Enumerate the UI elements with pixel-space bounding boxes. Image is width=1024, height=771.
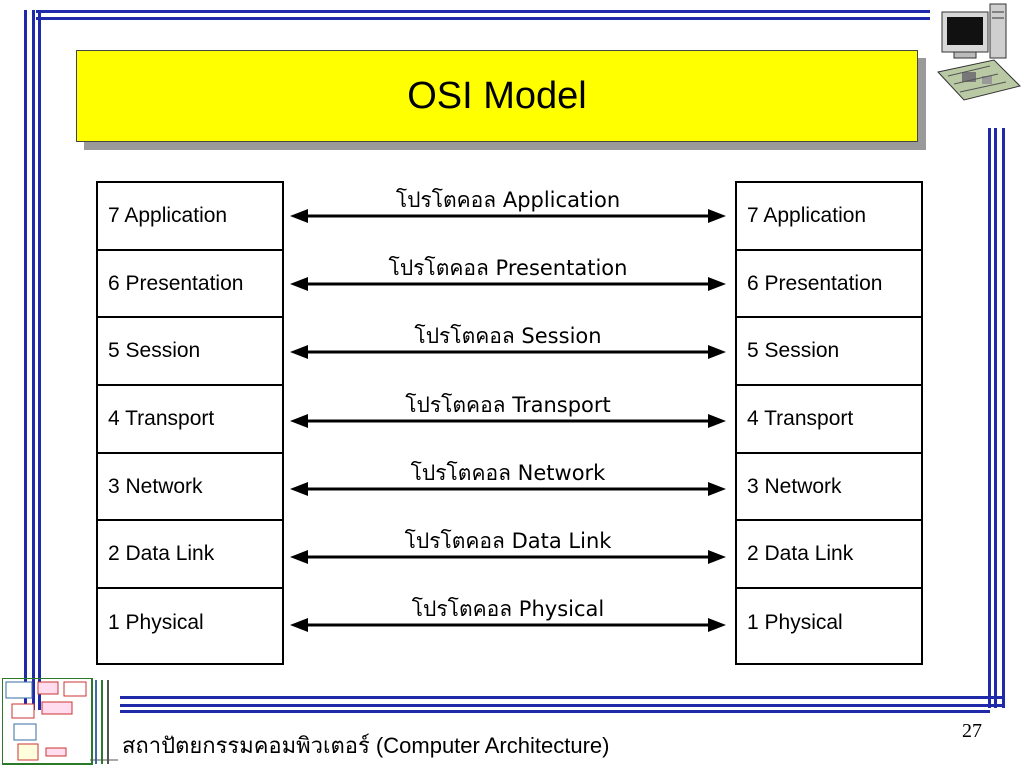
left-layer-stack: 7 Application 6 Presentation 5 Session 4… [96, 181, 284, 665]
right-layer-3: 3 Network [737, 454, 921, 522]
frame-top-outer [36, 10, 930, 13]
computer-icon [934, 2, 1022, 120]
left-layer-3: 3 Network [98, 454, 282, 522]
right-layer-2: 2 Data Link [737, 521, 921, 590]
protocol-label: โปรโตคอล Session [414, 324, 602, 348]
title-box: OSI Model [76, 50, 918, 142]
protocol-session: โปรโตคอล Session [290, 320, 726, 380]
left-layer-1: 1 Physical [108, 610, 204, 634]
protocol-physical: โปรโตคอล Physical [290, 593, 726, 653]
double-arrow-icon [290, 482, 726, 496]
protocol-label: โปรโตคอล Application [395, 188, 621, 212]
right-layer-5: 5 Session [737, 318, 921, 387]
protocol-label: โปรโตคอล Data Link [404, 529, 612, 553]
page-title: OSI Model [407, 74, 587, 117]
right-layer-7: 7 Application [737, 183, 921, 251]
protocol-data-link: โปรโตคอล Data Link [290, 525, 726, 585]
protocol-label: โปรโตคอล Network [410, 461, 606, 485]
right-layer-4: 4 Transport [737, 386, 921, 454]
frame-bottom-outer [120, 696, 1004, 699]
protocol-presentation: โปรโตคอล Presentation [290, 252, 726, 312]
frame-bottom-inner [120, 704, 1004, 707]
left-layer-5: 5 Session [98, 318, 282, 387]
left-layer-4: 4 Transport [98, 386, 282, 454]
right-layer-6: 6 Presentation [737, 251, 921, 319]
frame-right-3 [988, 128, 991, 708]
protocol-label: โปรโตคอล Presentation [388, 256, 628, 280]
protocol-application: โปรโตคอล Application [290, 184, 726, 244]
left-layer-6: 6 Presentation [98, 251, 282, 319]
protocol-label: โปรโตคอล Physical [411, 597, 605, 621]
left-layer-2: 2 Data Link [98, 521, 282, 590]
frame-right-inner [994, 128, 997, 708]
footer-course-title: สถาปัตยกรรมคอมพิวเตอร์ (Computer Archite… [122, 733, 610, 758]
double-arrow-icon [290, 277, 726, 291]
left-layer-7: 7 Application [98, 183, 282, 251]
frame-left-outer [24, 10, 27, 710]
protocol-label: โปรโตคอล Transport [405, 393, 611, 417]
protocol-transport: โปรโตคอล Transport [290, 389, 726, 449]
double-arrow-icon [290, 618, 726, 632]
frame-left-3 [38, 10, 41, 710]
frame-bottom-3 [120, 710, 990, 713]
protocol-network: โปรโตคอล Network [290, 457, 726, 517]
right-layer-stack: 7 Application 6 Presentation 5 Session 4… [735, 181, 923, 665]
right-layer-1: 1 Physical [747, 610, 843, 634]
frame-right-outer [1002, 128, 1005, 708]
double-arrow-icon [290, 550, 726, 564]
double-arrow-icon [290, 209, 726, 223]
page-number: 27 [962, 720, 982, 742]
frame-top-inner [36, 17, 930, 20]
double-arrow-icon [290, 345, 726, 359]
block-diagram-icon [1, 677, 120, 766]
frame-left-inner [32, 10, 35, 710]
double-arrow-icon [290, 414, 726, 428]
